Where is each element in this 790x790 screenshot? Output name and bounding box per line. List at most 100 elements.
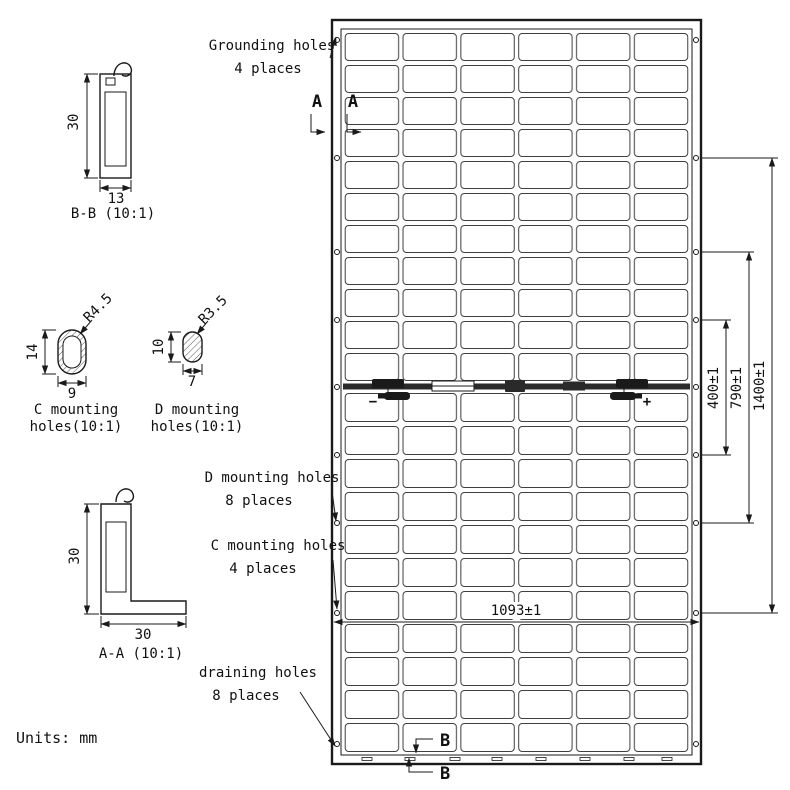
d-hole-label-line1: D mounting xyxy=(155,402,239,418)
drain-slot xyxy=(661,757,673,761)
bb-profile-notch xyxy=(105,77,116,86)
section-marker-b: B B xyxy=(405,731,450,784)
junction-center-box xyxy=(505,380,525,392)
cell-grid-bottom xyxy=(343,391,690,753)
dimension-790: 790±1 xyxy=(701,251,754,524)
dim-label-790: 790±1 xyxy=(729,367,745,409)
c-hole-dim-height: 14 xyxy=(25,344,41,361)
callout-d-mounting-line2: 8 places xyxy=(225,493,292,509)
dim-label-400: 400±1 xyxy=(706,367,722,409)
c-hole-inner xyxy=(62,335,82,369)
drain-slot xyxy=(361,757,373,761)
radius-leader xyxy=(79,319,93,335)
drain-slot xyxy=(579,757,591,761)
section-a-arrow xyxy=(346,114,362,136)
d-mounting-hole xyxy=(693,452,699,458)
draining-slots xyxy=(361,757,673,761)
detail-c-hole: R4.5 14 9 C mounting holes(10:1) xyxy=(25,291,122,435)
polarity-minus-label: − xyxy=(369,394,377,410)
callout-d-mounting-line1: D mounting holes xyxy=(205,470,340,486)
d-mounting-hole xyxy=(334,520,340,526)
leader-line xyxy=(331,490,338,522)
d-hole-radius: R3.5 xyxy=(196,293,231,328)
callout-c-mounting: C mounting holes 4 places xyxy=(211,538,346,610)
d-hole-dim-width: 7 xyxy=(188,374,196,390)
frame-hole xyxy=(334,384,340,390)
dimension-1400: 1400±1 xyxy=(701,157,778,614)
cell-grid-top xyxy=(343,31,690,383)
c-mounting-hole xyxy=(334,155,340,161)
connector-positive-upper xyxy=(616,379,648,388)
drain-slot xyxy=(404,757,416,761)
c-hole-radius: R4.5 xyxy=(81,291,116,326)
dimension-1093: 1093±1 xyxy=(333,602,700,626)
section-a-arrow xyxy=(310,114,326,136)
junction-box-assembly: − + xyxy=(343,379,690,410)
panel-inner-frame xyxy=(340,28,693,756)
d-mounting-hole xyxy=(334,317,340,323)
d-hole-dim-height: 10 xyxy=(151,339,167,356)
dim-label-backing xyxy=(478,602,556,619)
d-mounting-hole xyxy=(693,249,699,255)
dimension-400: 400±1 xyxy=(701,319,731,456)
callout-draining-line2: 8 places xyxy=(212,688,279,704)
radius-leader xyxy=(196,320,209,335)
drain-slot xyxy=(535,757,547,761)
grounding-hole xyxy=(693,741,699,747)
aa-clip-hook xyxy=(115,488,135,503)
drain-slot xyxy=(491,757,503,761)
callout-grounding-line1: Grounding holes xyxy=(209,38,335,54)
drain-slot xyxy=(449,757,461,761)
dim-label-1400: 1400±1 xyxy=(752,361,768,412)
dim-label-1093: 1093±1 xyxy=(491,603,542,619)
section-b-letter: B xyxy=(440,731,450,751)
detail-aa-section: 30 30 A-A (10:1) xyxy=(67,488,187,662)
aa-profile-cavity xyxy=(105,521,127,593)
d-mounting-hole xyxy=(693,520,699,526)
callout-draining: draining holes 8 places xyxy=(199,665,336,747)
c-mounting-hole xyxy=(334,610,340,616)
frame-holes xyxy=(334,37,699,747)
junction-right-box xyxy=(563,381,585,391)
frame-hole xyxy=(693,384,699,390)
aa-profile-body xyxy=(100,503,187,615)
section-marker-a: A A xyxy=(310,92,362,136)
bb-dim-width: 13 xyxy=(108,191,125,207)
grounding-hole xyxy=(693,37,699,43)
callout-c-mounting-line1: C mounting holes xyxy=(211,538,346,554)
callout-draining-line1: draining holes xyxy=(199,665,317,681)
section-b-letter: B xyxy=(440,764,450,784)
d-hole-label-line2: holes(10:1) xyxy=(151,419,244,435)
connector-positive-lower xyxy=(610,392,636,400)
section-b-arrow xyxy=(405,757,433,773)
polarity-plus-label: + xyxy=(643,394,651,410)
leader-line xyxy=(329,36,337,59)
panel-rear-view: − + xyxy=(330,18,703,766)
leader-line xyxy=(332,559,340,610)
d-mounting-hole xyxy=(693,317,699,323)
bb-profile-cavity xyxy=(104,91,127,167)
panel-outer-frame xyxy=(330,18,703,766)
detail-d-hole: R3.5 10 7 D mounting holes(10:1) xyxy=(151,293,244,435)
units-label: Units: mm xyxy=(16,729,97,747)
bb-section-label: B-B (10:1) xyxy=(71,206,155,222)
connector-negative-lower xyxy=(384,392,410,400)
c-hole-label-line2: holes(10:1) xyxy=(30,419,123,435)
connector-negative-tip xyxy=(378,393,385,399)
aa-dim-width: 30 xyxy=(135,627,152,643)
bb-profile-body xyxy=(99,73,132,179)
callout-grounding-line2: 4 places xyxy=(234,61,301,77)
callout-c-mounting-line2: 4 places xyxy=(229,561,296,577)
callout-d-mounting: D mounting holes 8 places xyxy=(205,470,340,522)
section-a-letter: A xyxy=(348,92,358,112)
aa-section-label: A-A (10:1) xyxy=(99,646,183,662)
c-mounting-hole xyxy=(693,610,699,616)
aa-dim-height: 30 xyxy=(67,548,83,565)
drain-slot xyxy=(623,757,635,761)
connector-positive-tip xyxy=(635,393,642,399)
detail-bb-section: 30 13 B-B (10:1) xyxy=(66,62,155,222)
d-hole-outline xyxy=(182,331,203,363)
section-b-arrow xyxy=(412,738,433,754)
